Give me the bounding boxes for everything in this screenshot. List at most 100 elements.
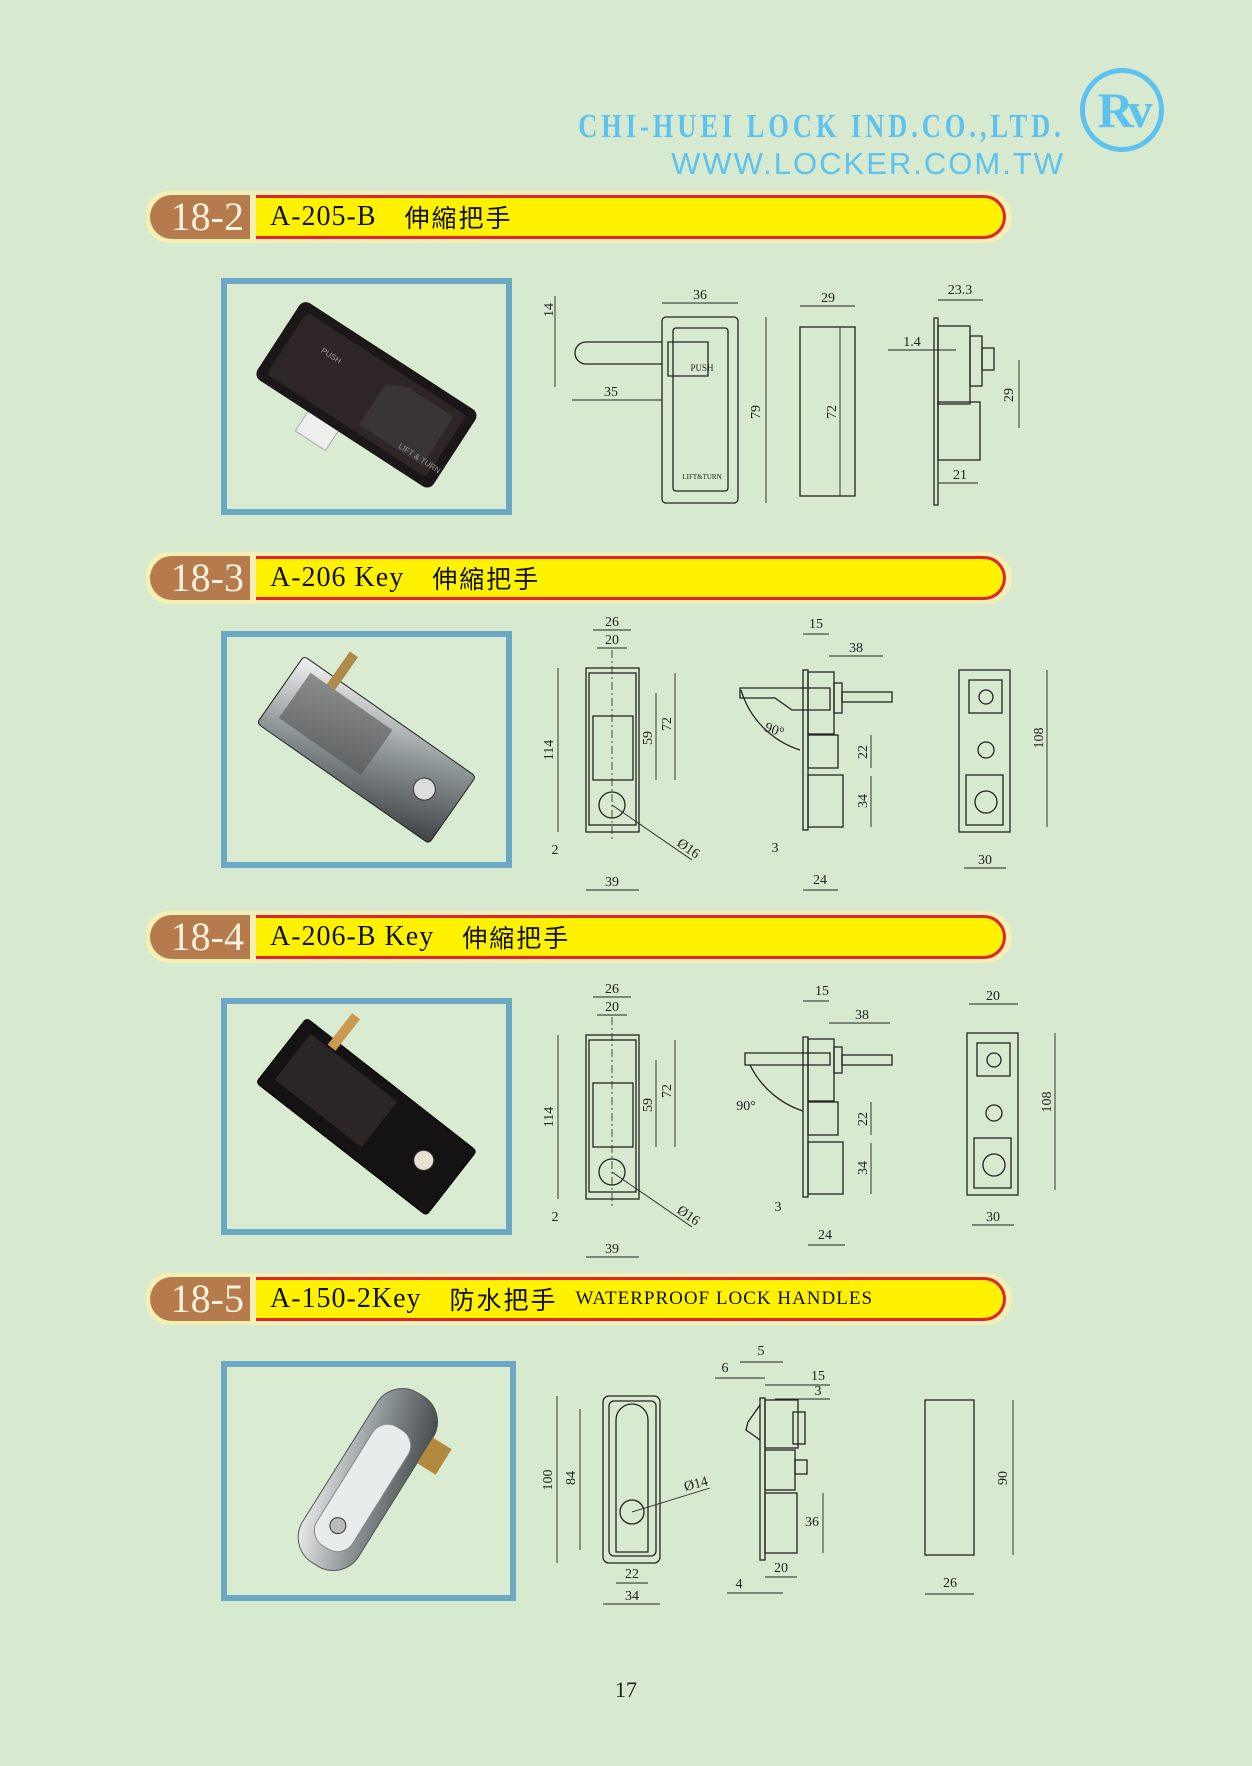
keyhole [598, 791, 626, 819]
front-inner [672, 327, 729, 492]
drawing-a150-2key: 100 84 Ø14 22 34 5 6 15 3 36 20 4 90 26 [541, 1344, 1014, 1605]
dim-label: 23.3 [948, 283, 973, 298]
dim-label: 108 [1032, 728, 1047, 749]
product-name: 伸縮把手 [432, 565, 541, 594]
dim-label: 72 [660, 717, 675, 731]
mount-plate [802, 1036, 809, 1198]
leader-line [611, 1171, 693, 1228]
drawing-a206: 26 20 114 72 59 Ø16 2 39 15 38 90° 22 34… [542, 615, 1048, 891]
hole [986, 1052, 1002, 1068]
push-panel [667, 341, 709, 377]
waterproof-handle-image [297, 1388, 452, 1571]
section-header-18-3: 18-3 A-206 Key 伸縮把手 [146, 552, 1012, 604]
lever-arm [744, 1052, 831, 1066]
front-frame [602, 1395, 661, 1564]
company-logo: Rv [1080, 68, 1164, 152]
front-inner [608, 1400, 657, 1557]
nut [981, 347, 995, 371]
black-handle-image: PUSH LIFT & TURN [256, 302, 477, 488]
product-photo-a206b [221, 998, 512, 1235]
mount-plate [933, 317, 939, 506]
dim-label: 20 [774, 1561, 788, 1576]
dim-label: 20 [605, 1000, 619, 1015]
upper-body [764, 1399, 799, 1449]
dim-label: 2 [552, 843, 559, 858]
dim-label: 114 [542, 1107, 557, 1127]
dim-label: 34 [856, 794, 871, 808]
handle-body [592, 1082, 634, 1148]
hole [982, 1153, 1006, 1177]
leader-line [631, 1487, 711, 1513]
nut-plate [833, 1046, 843, 1074]
dim-label: Ø16 [674, 1203, 702, 1229]
square-boss [965, 774, 1004, 826]
back-view [958, 669, 1011, 833]
handle-bar [574, 341, 662, 365]
lock-body [807, 774, 844, 828]
cam-block [807, 734, 839, 769]
model-number: A-206 Key [270, 562, 405, 593]
side-view [924, 1399, 975, 1556]
rotation-arc [749, 1064, 804, 1112]
square-boss [973, 1137, 1012, 1189]
dim-label: 4 [736, 1577, 743, 1592]
screw [977, 741, 995, 759]
model-number: A-206-B Key [270, 921, 435, 952]
dim-label: 79 [749, 405, 764, 419]
dim-label: 39 [605, 875, 619, 890]
front-inner [588, 1039, 637, 1193]
section-number: 18-3 [150, 556, 250, 600]
dim-label: 38 [849, 641, 863, 656]
model-number: A-150-2Key [270, 1283, 422, 1314]
page-number: 17 [615, 1677, 637, 1702]
cam-block [764, 1449, 796, 1491]
nut-plate [833, 682, 843, 714]
dim-label: 36 [693, 288, 707, 303]
company-website: WWW.LOCKER.COM.TW [671, 146, 1065, 181]
product-name-en: WATERPROOF LOCK HANDLES [575, 1288, 874, 1309]
dim-label: 15 [809, 617, 823, 632]
front-frame [661, 316, 739, 504]
lower-body [937, 401, 981, 461]
keyhole [598, 1158, 626, 1186]
dim-label: 59 [641, 1098, 656, 1112]
dim-label: 100 [541, 1470, 556, 1491]
side-view [799, 326, 856, 497]
dim-label: Ø16 [674, 836, 702, 862]
gasket [745, 1404, 761, 1441]
handle-body [615, 1403, 649, 1553]
dim-label: 22 [856, 1112, 871, 1126]
upper-body [937, 325, 971, 405]
product-photo-a206 [221, 631, 512, 868]
leader-line [611, 804, 693, 861]
bolt [794, 1459, 808, 1475]
dim-label: 38 [855, 1008, 869, 1023]
dim-label: 36 [805, 1515, 819, 1530]
upper-body [807, 1038, 835, 1102]
section-number: 18-2 [150, 195, 250, 239]
section-number: 18-4 [150, 915, 250, 959]
dim-label: Ø14 [683, 1474, 710, 1495]
dim-label: 90° [736, 1099, 756, 1114]
dim-label: 22 [625, 1567, 639, 1582]
drawing-a206b: 26 20 114 72 59 Ø16 2 39 15 38 90° 22 34… [542, 982, 1056, 1258]
dim-label: 26 [605, 615, 619, 630]
section-title-bar: A-206 Key 伸縮把手 [256, 556, 1006, 600]
bolt [841, 1054, 893, 1066]
model-number: A-205-B [270, 201, 377, 232]
upper-body [807, 671, 835, 735]
push-label: PUSH [690, 363, 714, 373]
dim-label: 22 [856, 745, 871, 759]
dim-label: 90 [996, 1471, 1011, 1485]
dim-label: 15 [811, 1369, 825, 1384]
dim-label: 29 [821, 291, 835, 306]
dim-label: 30 [978, 853, 992, 868]
dim-label: 3 [775, 1200, 782, 1215]
dim-label: 14 [542, 303, 557, 317]
back-view [966, 1032, 1019, 1196]
